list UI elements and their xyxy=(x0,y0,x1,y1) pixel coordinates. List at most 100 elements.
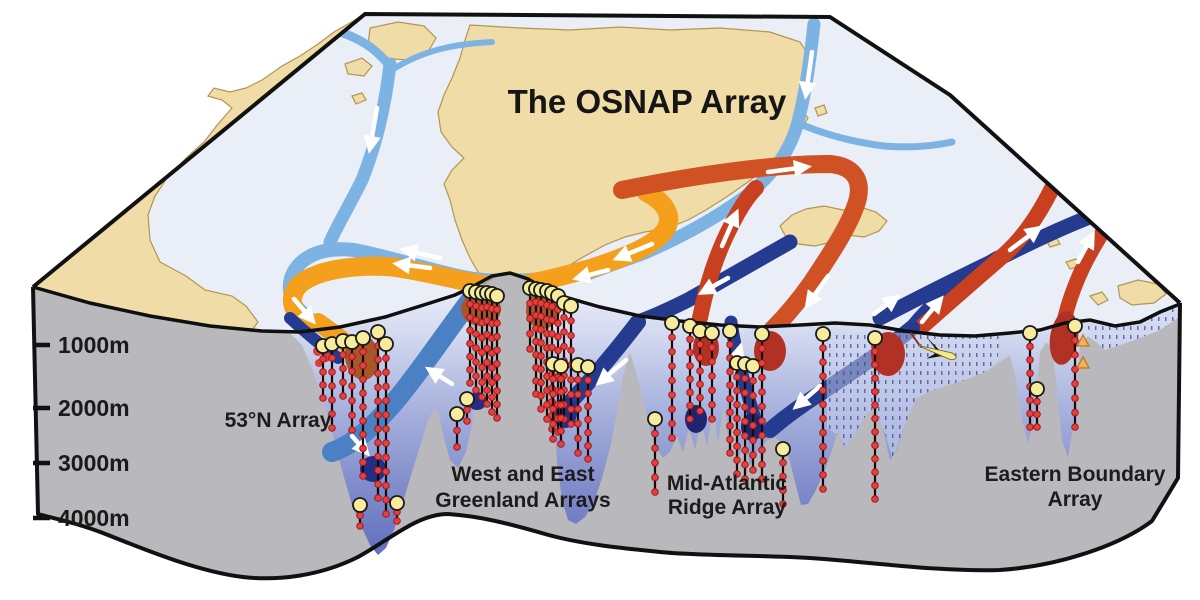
sensor-dot xyxy=(537,325,545,334)
sensor-dot xyxy=(359,361,367,370)
sensor-dot xyxy=(472,330,480,338)
sensor-dot xyxy=(758,359,766,367)
sensor-dot xyxy=(871,441,879,450)
flow-arrow-head xyxy=(392,256,411,275)
sensor-dot xyxy=(733,428,741,437)
sensor-dot xyxy=(708,386,716,395)
sensor-dot xyxy=(567,405,575,414)
sensor-dot xyxy=(537,339,545,347)
flow-arrow-head xyxy=(424,366,445,384)
sensor-dot xyxy=(686,388,694,397)
sensor-dot xyxy=(382,354,390,362)
top-float xyxy=(1022,325,1038,341)
glider-dots xyxy=(826,331,1000,460)
mooring xyxy=(745,358,761,474)
flow-arrow-head xyxy=(572,266,592,284)
sensor-dot xyxy=(382,439,390,447)
sensor-dot xyxy=(483,386,491,394)
sensor-dot xyxy=(548,316,556,325)
sensor-dot xyxy=(493,359,501,368)
sensor-dot xyxy=(726,422,734,430)
sensor-dot xyxy=(549,420,557,428)
surface-current-path xyxy=(323,57,397,249)
sensor-dot xyxy=(319,394,327,402)
sensor-dot xyxy=(686,348,694,357)
sensor-dot xyxy=(758,417,766,425)
flow-arrow-head xyxy=(723,208,740,229)
block-outline xyxy=(31,286,1182,581)
flow-arrow-head xyxy=(399,244,419,262)
flow-arrow-head xyxy=(297,305,316,325)
depth-label-4000m: 4000m xyxy=(58,505,130,531)
sensor-dot xyxy=(686,401,694,410)
sensor-dot xyxy=(526,299,534,308)
sensor-dot xyxy=(537,352,545,360)
sensor-dot xyxy=(1026,369,1034,378)
sensor-dot xyxy=(382,396,390,405)
sensor-dot xyxy=(483,358,491,367)
sensor-dot xyxy=(348,382,356,390)
mooring xyxy=(352,497,368,530)
sensor-dot xyxy=(819,372,827,381)
sensor-dot xyxy=(741,446,749,455)
sensor-dot xyxy=(382,496,390,504)
sensor-dot xyxy=(478,393,486,401)
sensor-dot xyxy=(686,375,694,383)
flow-arrow-head xyxy=(697,278,718,295)
sensor-dot xyxy=(554,333,562,341)
sensor-dot xyxy=(472,372,480,380)
labrador-boundary-band xyxy=(322,288,482,462)
small-island xyxy=(1088,291,1109,306)
sensor-dot xyxy=(548,302,556,311)
sensor-dot xyxy=(548,343,556,352)
sensor-dot xyxy=(819,442,827,451)
sensor-dot xyxy=(668,362,676,370)
depth-label-1000m: 1000m xyxy=(58,332,130,358)
glider-body xyxy=(917,345,957,361)
sensor-dot xyxy=(339,378,347,387)
sensor-dot xyxy=(393,517,401,525)
sensor-dot xyxy=(537,378,545,387)
sensor-dot xyxy=(463,417,471,425)
sensor-dot xyxy=(668,333,676,342)
sensor-dot xyxy=(574,449,582,457)
sensor-dot xyxy=(493,319,501,327)
sensor-dot xyxy=(708,415,716,423)
flow-arrow-head xyxy=(881,294,901,313)
sensor-dot xyxy=(733,470,741,478)
sensor-dot xyxy=(472,344,480,352)
sensor-dot xyxy=(686,335,694,344)
sensor-dot xyxy=(339,392,347,400)
sensor-dot xyxy=(584,442,592,450)
sensor-dot xyxy=(1071,423,1079,431)
sensor-dot xyxy=(382,382,390,391)
sensor-dot xyxy=(741,432,749,440)
sensor-dot xyxy=(472,358,480,366)
sensor-dot xyxy=(871,387,879,396)
sensor-dot xyxy=(696,380,704,389)
sensor-dot xyxy=(374,355,382,364)
mooring xyxy=(722,323,738,457)
mooring xyxy=(335,333,351,400)
mooring xyxy=(775,441,791,508)
sensor-dot xyxy=(488,408,496,416)
sensor-dot xyxy=(726,449,734,457)
sensor-dot xyxy=(537,365,545,374)
sensor-dot xyxy=(726,394,734,403)
sensor-dot xyxy=(478,378,486,386)
sensor-dot xyxy=(749,391,757,400)
sensor-dot xyxy=(758,373,766,382)
sensor-dot xyxy=(359,375,367,384)
flow-arrow-shaft xyxy=(719,219,735,249)
sensor-dot xyxy=(779,472,787,481)
mooring xyxy=(664,315,680,442)
sensor-dot xyxy=(359,430,367,439)
flow-arrow-shaft xyxy=(410,249,443,261)
sensor-dot xyxy=(526,329,534,338)
depth-label-3000m: 3000m xyxy=(58,450,130,476)
sensor-dot xyxy=(567,420,575,428)
sensor-dot xyxy=(567,375,575,384)
sensor-dot xyxy=(374,480,382,488)
sensor-dot xyxy=(726,435,734,444)
sensor-dot xyxy=(1071,336,1079,345)
